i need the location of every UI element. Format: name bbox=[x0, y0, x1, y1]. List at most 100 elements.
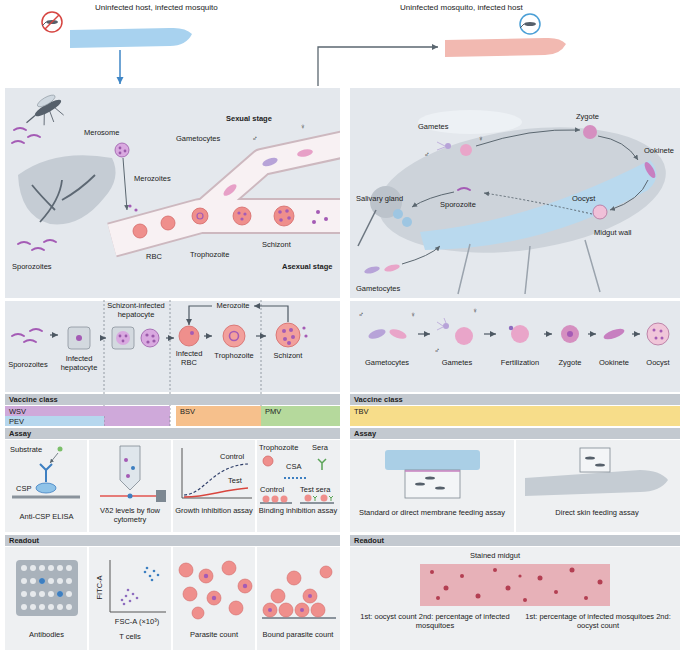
node-label: Gametocytes bbox=[356, 358, 418, 367]
node-label: ♂ bbox=[356, 310, 366, 319]
text-label: Ookinete bbox=[644, 146, 674, 155]
text-label: FSC-A (×10³) bbox=[106, 617, 168, 626]
band-label: Readout bbox=[354, 536, 676, 545]
text-label: ♀ bbox=[300, 122, 306, 131]
node-label: ♀ bbox=[408, 310, 418, 319]
text-label: Sporozoites bbox=[12, 262, 52, 271]
node-label: Trophozoite bbox=[212, 351, 256, 360]
vaccine-band: TBV bbox=[350, 406, 680, 426]
stage-node: Ookinete bbox=[596, 306, 632, 368]
text-label: Sera bbox=[312, 443, 328, 452]
text-label: Binding inhibition assay bbox=[258, 506, 338, 515]
text-label: Merozoites bbox=[134, 174, 171, 183]
node-label: Merozoite bbox=[212, 301, 254, 310]
band-label: PEV bbox=[9, 417, 100, 426]
flow-arrow bbox=[484, 333, 496, 334]
header-band: Assay bbox=[5, 428, 340, 439]
flow-arrow bbox=[544, 333, 552, 334]
text-label: Bound parasite count bbox=[256, 630, 340, 639]
flow-arrow bbox=[588, 333, 596, 334]
node-label: Gametes bbox=[430, 358, 484, 367]
flow-arrow bbox=[166, 337, 174, 338]
text-label: T cells bbox=[88, 632, 172, 641]
node-label: Oocyst bbox=[640, 358, 676, 367]
text-label: CSA bbox=[286, 462, 301, 471]
flow-arrow bbox=[50, 334, 58, 335]
text-label: ♂ bbox=[252, 134, 258, 143]
header-band: Assay bbox=[350, 428, 680, 439]
header-band: Vaccine class bbox=[350, 394, 680, 405]
node-label: ♂ bbox=[432, 346, 442, 355]
node-label: Ookinete bbox=[596, 358, 632, 367]
text-label: Standard or direct membrane feeding assa… bbox=[352, 508, 512, 517]
node-label: Schizont-infected hepatocyte bbox=[106, 301, 166, 319]
band-label: Vaccine class bbox=[9, 395, 336, 404]
text-label: Vδ2 levels by flow cytometry bbox=[90, 506, 170, 524]
stage-node: Schizont bbox=[266, 322, 310, 362]
text-label: Anti-CSP ELISA bbox=[5, 512, 88, 521]
stage-node: ♂ ♀ Gametocytes bbox=[356, 306, 418, 368]
stage-node: Infected hepatocyte bbox=[58, 322, 100, 374]
band-label: BSV bbox=[180, 407, 257, 416]
band-label: Readout bbox=[9, 536, 336, 545]
band-label: TBV bbox=[354, 407, 676, 416]
text-label: CSP bbox=[16, 484, 31, 493]
band-label: WSV bbox=[9, 407, 166, 416]
stage-node: Trophozoite bbox=[212, 322, 256, 362]
text-label: Stained midgut bbox=[470, 551, 520, 560]
text-label: Midgut wall bbox=[594, 228, 632, 237]
text-label: Trophozoite bbox=[190, 250, 229, 259]
header-band: Readout bbox=[5, 535, 340, 546]
band-label: Assay bbox=[354, 429, 676, 438]
text-label: Gametocytes bbox=[356, 284, 400, 293]
flow-arrow bbox=[254, 306, 288, 322]
node-label: ♀ bbox=[470, 306, 480, 315]
vaccine-band: PEV bbox=[5, 416, 104, 426]
text-label: Control bbox=[260, 485, 284, 494]
flow-arrow bbox=[256, 335, 266, 336]
text-label: Gametocytes bbox=[176, 134, 220, 143]
text-label: RBC bbox=[146, 252, 162, 261]
node-label: Sporozoites bbox=[6, 360, 50, 369]
text-label: Trophozoite bbox=[259, 443, 298, 452]
text-label: Schizont bbox=[262, 240, 291, 249]
vaccine-band: BSV bbox=[176, 406, 261, 426]
text-label: Sporozoite bbox=[440, 200, 476, 209]
text-label: Oocyst bbox=[572, 194, 595, 203]
flow-arrow bbox=[632, 333, 640, 334]
text-label: 1st: percentage of infected mosquitoes 2… bbox=[518, 612, 678, 630]
text-label: Salivary gland bbox=[356, 194, 403, 203]
header-band: Vaccine class bbox=[5, 394, 340, 405]
node-label: Infected RBC bbox=[174, 349, 204, 367]
node-label: Fertilization bbox=[496, 358, 544, 367]
flow-arrow bbox=[100, 337, 106, 338]
stage-node: Schizont-infected hepatocyte bbox=[106, 300, 166, 352]
text-label: 1st: oocyst count 2nd: percentage of inf… bbox=[355, 612, 515, 630]
band-label: Vaccine class bbox=[354, 395, 676, 404]
flow-arrow bbox=[189, 306, 212, 325]
text-label: Antibodies bbox=[5, 630, 88, 639]
text-label: Uninfected host, infected mosquito bbox=[95, 3, 218, 12]
flow-arrow bbox=[418, 333, 430, 334]
stage-node: Infected RBC bbox=[174, 325, 204, 371]
text-label: Test bbox=[228, 476, 242, 485]
node-label: Infected hepatocyte bbox=[58, 354, 100, 372]
band-label: Assay bbox=[9, 429, 336, 438]
node-label: Zygote bbox=[552, 358, 588, 367]
text-label: Uninfected mosquito, infected host bbox=[400, 3, 523, 12]
stage-node: ♀ ♂ Gametes bbox=[430, 306, 484, 368]
stage-node: Oocyst bbox=[640, 306, 676, 368]
text-label: Control bbox=[220, 452, 244, 461]
text-label: Direct skin feeding assay bbox=[517, 508, 677, 517]
axis-label: FITC-A bbox=[95, 573, 104, 603]
vaccine-band: PMV bbox=[261, 406, 340, 426]
node-label: Schizont bbox=[266, 351, 310, 360]
text-label: Parasite count bbox=[172, 630, 256, 639]
text-label: Merosome bbox=[84, 128, 119, 137]
flow-arrow bbox=[204, 335, 212, 336]
stage-node: Zygote bbox=[552, 306, 588, 368]
vaccine-band: WSV bbox=[5, 406, 170, 416]
text-label: Asexual stage bbox=[282, 262, 332, 271]
